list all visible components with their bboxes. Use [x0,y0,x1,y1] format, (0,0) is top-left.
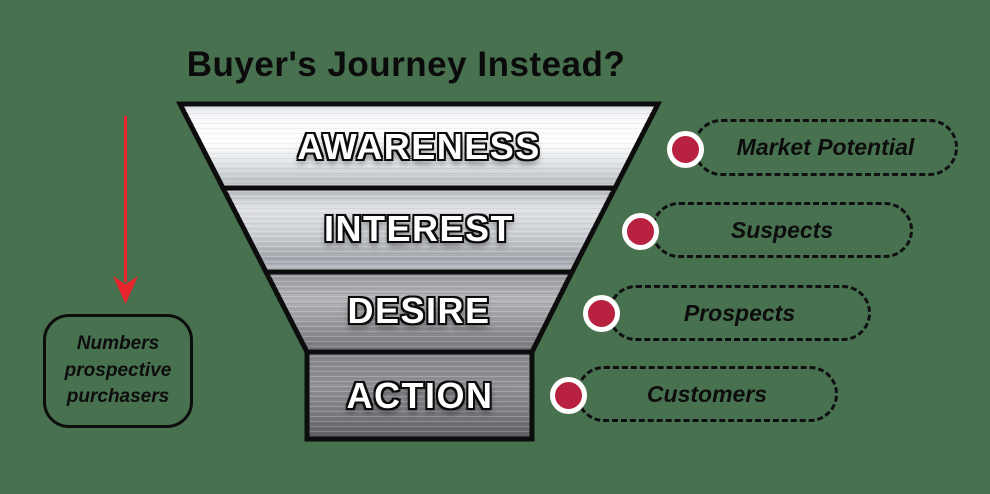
funnel-stage-label-action: ACTION [346,375,494,416]
funnel-stage-label-desire: DESIRE [347,290,491,331]
annotation-label-market-potential: Market Potential [736,134,915,160]
funnel-stage-label-awareness: AWARENESS [297,126,541,167]
annotation-pill-customers: Customers [576,366,838,422]
annotation-label-customers: Customers [646,380,768,407]
marker-dot-icon-awareness [667,131,704,168]
annotation-pill-prospects: Prospects [608,285,871,341]
funnel-stage-label-interest: INTEREST [323,208,515,249]
note-line-1: Numbers [76,332,160,354]
marker-dot-icon-desire [583,295,620,332]
annotation-label-suspects: Suspects [730,216,834,243]
page-title: Buyer's Journey Instead? [186,45,626,84]
annotation-label-prospects: Prospects [683,299,796,326]
note-line-3: purchasers [66,386,170,408]
annotation-pill-suspects: Suspects [651,202,913,258]
annotation-pill-market-potential: Market Potential [693,119,958,176]
note-box-numbers-prospective-purchasers: Numbers prospective purchasers [43,314,193,428]
marker-dot-icon-interest [622,213,659,250]
note-line-2: prospective [64,359,172,381]
down-arrow-line [124,116,127,282]
marker-dot-icon-action [550,377,587,414]
